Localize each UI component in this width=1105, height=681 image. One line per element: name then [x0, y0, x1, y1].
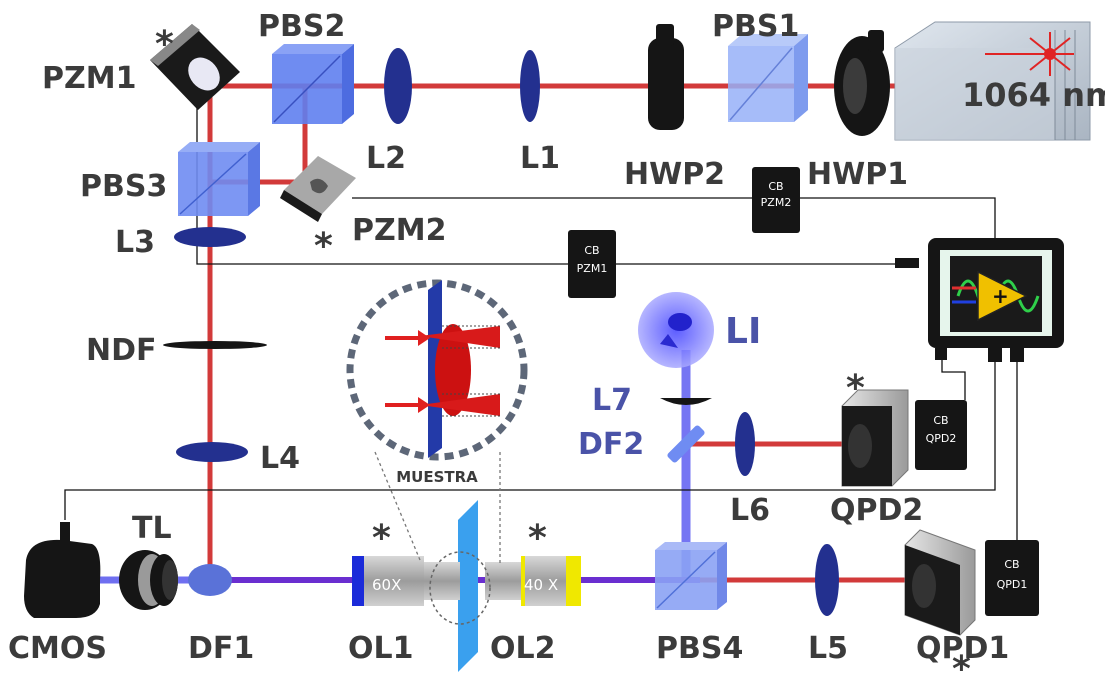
labview-icon: +: [950, 256, 1042, 332]
asterisk-pzm2: *: [314, 226, 333, 267]
cb-qpd1-line1: CB: [1004, 558, 1019, 571]
cb-qpd2-line1: CB: [933, 414, 948, 427]
cmos-camera: [24, 522, 101, 618]
l4-lens: [176, 442, 248, 462]
asterisk-qpd1: *: [952, 649, 971, 681]
component-labels: PZM1 PBS2 PBS1 L2 L1 HWP2 HWP1 PBS3 PZM2…: [8, 9, 1009, 666]
laser-wavelength-label: 1064 nm: [962, 76, 1105, 114]
asterisk-pzm1: *: [155, 24, 174, 65]
cb-pzm2-line1: CB: [768, 180, 783, 193]
cb-pzm1-line2: PZM1: [577, 262, 608, 275]
ol1-objective: 60X: [352, 556, 460, 606]
pzm1-mirror: [150, 24, 240, 110]
label-df1: DF1: [188, 631, 254, 666]
l2-lens: [384, 48, 412, 124]
label-pzm2: PZM2: [352, 213, 446, 248]
label-li: LI: [725, 311, 761, 352]
muestra-label: MUESTRA: [396, 468, 478, 486]
qpd2-detector: [841, 389, 909, 487]
label-tl: TL: [132, 511, 172, 546]
pzm2-mirror: [280, 156, 356, 222]
l1-lens: [520, 50, 540, 122]
label-pbs2: PBS2: [258, 9, 345, 44]
label-l7: L7: [592, 383, 632, 418]
cb-pzm1-line1: CB: [584, 244, 599, 257]
df1-dichroic: [188, 564, 232, 596]
label-pzm1: PZM1: [42, 61, 136, 96]
asterisk-marks: * * * * * *: [155, 24, 971, 681]
label-l1: L1: [520, 141, 560, 176]
label-l5: L5: [808, 631, 848, 666]
l3-lens: [174, 227, 246, 247]
label-ol1: OL1: [348, 631, 414, 666]
pbs1-cube: [728, 34, 808, 122]
sample-slide: [458, 500, 478, 672]
label-l3: L3: [115, 225, 155, 260]
asterisk-ol2: *: [528, 518, 547, 559]
li-light-source: [638, 292, 714, 368]
l7-lens: [660, 398, 712, 405]
ol2-magnification: 40 X: [524, 576, 558, 594]
label-pbs4: PBS4: [656, 631, 743, 666]
label-ndf: NDF: [86, 333, 157, 368]
cb-qpd2-line2: QPD2: [926, 432, 957, 445]
l6-lens: [735, 412, 755, 476]
hwp1-waveplate: [834, 30, 890, 136]
asterisk-ol1: *: [372, 518, 391, 559]
label-pbs1: PBS1: [712, 9, 799, 44]
label-df2: DF2: [578, 427, 644, 462]
pbs2-cube: [272, 44, 354, 124]
label-pbs3: PBS3: [80, 169, 167, 204]
laser-source: 1064 nm: [894, 21, 1105, 141]
label-l6: L6: [730, 493, 770, 528]
hwp2-waveplate: [648, 24, 684, 130]
ol2-objective: 40 X: [485, 556, 581, 606]
pbs3-cube: [178, 142, 260, 216]
computer-monitor: +: [895, 238, 1064, 362]
label-qpd2: QPD2: [830, 493, 923, 528]
svg-text:+: +: [992, 284, 1009, 308]
df2-dichroic: [667, 425, 705, 463]
label-l4: L4: [260, 441, 300, 476]
trapped-particle: [435, 324, 471, 416]
cb-qpd1-box: CB QPD1: [985, 540, 1039, 616]
asterisk-qpd2: *: [846, 368, 865, 409]
cb-pzm2-box: CB PZM2: [752, 167, 800, 233]
sample-zoom-inset: MUESTRA: [346, 279, 528, 625]
ol1-magnification: 60X: [372, 576, 401, 594]
l5-lens: [815, 544, 839, 616]
pbs4-cube: [655, 542, 727, 610]
tl-tube-lens: [119, 550, 178, 610]
label-qpd1: QPD1: [916, 631, 1009, 666]
ndf-filter: [163, 341, 267, 349]
label-ol2: OL2: [490, 631, 556, 666]
label-hwp1: HWP1: [807, 157, 908, 192]
qpd1-detector: [904, 529, 976, 636]
label-l2: L2: [366, 141, 406, 176]
cb-qpd1-line2: QPD1: [997, 578, 1028, 591]
cb-qpd2-box: CB QPD2: [915, 400, 967, 470]
label-hwp2: HWP2: [624, 157, 725, 192]
laser-warning-icon: [985, 32, 1074, 76]
cb-pzm2-line2: PZM2: [761, 196, 792, 209]
cb-pzm1-box: CB PZM1: [568, 230, 616, 298]
label-cmos: CMOS: [8, 631, 107, 666]
control-wires: [64, 100, 1018, 540]
